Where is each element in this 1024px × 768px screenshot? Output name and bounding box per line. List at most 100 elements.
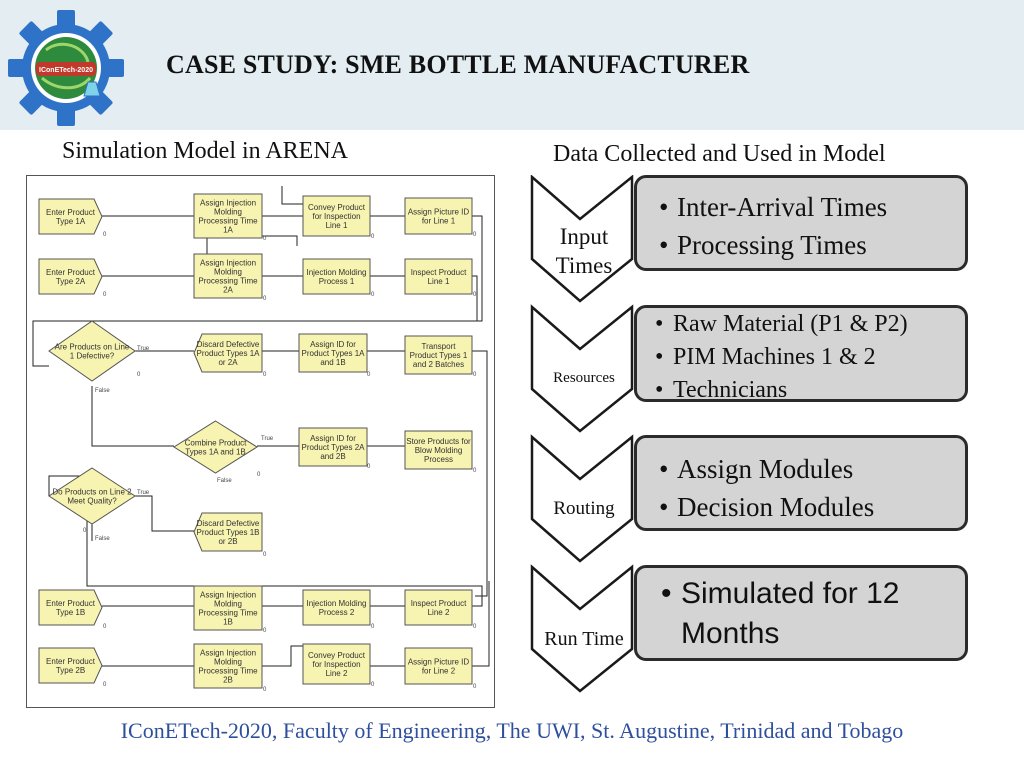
connector bbox=[135, 495, 194, 532]
branch-label: False bbox=[217, 478, 232, 484]
branch-label: True bbox=[137, 346, 150, 352]
branch-label: True bbox=[261, 436, 274, 442]
right-section-title: Data Collected and Used in Model bbox=[553, 141, 886, 167]
detail-item: Inter-Arrival Times bbox=[651, 188, 965, 226]
svg-text:IConETech-2020: IConETech-2020 bbox=[39, 67, 93, 74]
detail-item: PIM Machines 1 & 2 bbox=[647, 341, 965, 374]
page-title: CASE STUDY: SME BOTTLE MANUFACTURER bbox=[166, 50, 750, 79]
step-label-input-times: Input Times bbox=[536, 222, 632, 280]
branch-label: 0 bbox=[473, 372, 477, 378]
connector bbox=[472, 350, 488, 597]
connector bbox=[472, 581, 490, 667]
step-label-run-time: Run Time bbox=[544, 628, 624, 650]
branch-label: 0 bbox=[263, 296, 267, 302]
resources-details: Raw Material (P1 & P2) PIM Machines 1 & … bbox=[634, 305, 968, 407]
connector bbox=[48, 475, 483, 607]
branch-label: 0 bbox=[103, 682, 107, 688]
branch-label: 0 bbox=[371, 292, 375, 298]
connector bbox=[262, 645, 303, 667]
branch-label: 0 bbox=[83, 528, 87, 534]
chevron-input-times bbox=[530, 175, 634, 303]
detail-item: Processing Times bbox=[651, 226, 965, 264]
footer-affiliation: IConETech-2020, Faculty of Engineering, … bbox=[120, 718, 904, 743]
left-section-title: Simulation Model in ARENA bbox=[62, 138, 349, 164]
detail-item: Technicians bbox=[647, 374, 965, 407]
detail-item: Simulated for 12 Months bbox=[657, 574, 965, 654]
step-label-routing: Routing bbox=[553, 498, 615, 519]
branch-label: True bbox=[137, 490, 150, 496]
branch-label: 0 bbox=[263, 687, 267, 693]
branch-label: 0 bbox=[263, 628, 267, 634]
process-chevrons bbox=[530, 175, 634, 693]
branch-label: 0 bbox=[103, 232, 107, 238]
branch-label: 0 bbox=[371, 624, 375, 630]
branch-label: 0 bbox=[473, 684, 477, 690]
branch-label: 0 bbox=[263, 372, 267, 378]
detail-item: Decision Modules bbox=[651, 488, 965, 526]
iconetech-logo: IConETech-2020 bbox=[8, 10, 124, 126]
branch-label: False bbox=[95, 388, 110, 394]
branch-label: False bbox=[95, 536, 110, 542]
chevron-resources bbox=[530, 304, 634, 433]
branch-label: 0 bbox=[257, 472, 261, 478]
connector bbox=[32, 215, 483, 367]
branch-label: 0 bbox=[371, 682, 375, 688]
branch-label: 0 bbox=[371, 234, 375, 240]
detail-item: Raw Material (P1 & P2) bbox=[647, 308, 965, 341]
branch-label: 0 bbox=[367, 464, 371, 470]
input-times-details: Inter-Arrival Times Processing Times bbox=[634, 175, 968, 271]
branch-label: 0 bbox=[473, 468, 477, 474]
step-label-resources: Resources bbox=[553, 370, 615, 386]
routing-details: Assign Modules Decision Modules bbox=[634, 435, 968, 531]
branch-label: 0 bbox=[263, 552, 267, 558]
branch-label: 0 bbox=[473, 624, 477, 630]
